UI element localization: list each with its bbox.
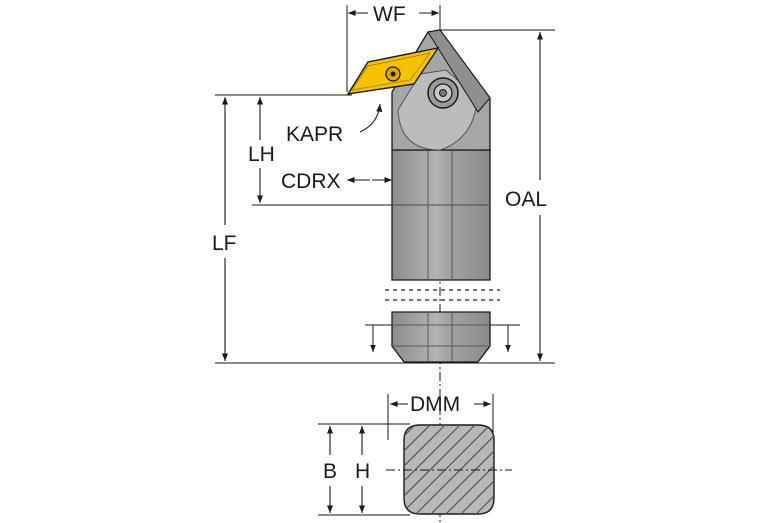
label-cdrx: CDRX <box>281 170 341 193</box>
label-wf: WF <box>373 3 406 26</box>
extension-lines <box>215 5 555 516</box>
label-h: H <box>355 460 370 483</box>
cross-section <box>386 424 512 515</box>
label-dmm: DMM <box>410 393 460 416</box>
tool-body <box>346 29 520 363</box>
label-kapr: KAPR <box>286 123 343 146</box>
label-oal: OAL <box>505 188 547 211</box>
label-lh: LH <box>248 143 275 166</box>
label-lf: LF <box>212 232 237 255</box>
dimension-arrows <box>221 9 544 516</box>
label-b: B <box>323 460 337 483</box>
